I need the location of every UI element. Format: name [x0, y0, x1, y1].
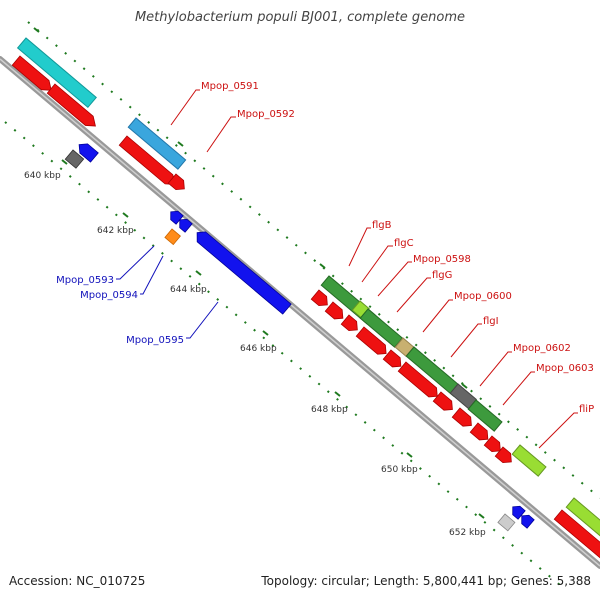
gene-label-flgI: flgI	[483, 316, 499, 327]
forward-cds-track	[11, 55, 600, 559]
misc-feature-orange-0594	[164, 228, 181, 246]
reverse-cds-arrow-0593a	[170, 210, 184, 225]
leader-line-0591	[170, 89, 200, 126]
gene-label-flgG: flgG	[432, 270, 452, 281]
forward-cds-arrow-0603c	[494, 446, 512, 464]
gene-label-Mpop_0602: Mpop_0602	[513, 343, 571, 354]
reverse-cds-arrow-0593b	[179, 218, 193, 233]
backbone-highlight	[0, 58, 600, 567]
reverse-gene-labels: Mpop_0593 Mpop_0594 Mpop_0595	[56, 275, 184, 346]
kbp-label-646: 646 kbp	[240, 344, 277, 354]
tick-648	[334, 391, 341, 397]
reverse-cds-arrow-0595	[196, 231, 292, 315]
leader-line-0598	[377, 261, 412, 297]
leader-line-flgB	[348, 227, 371, 267]
forward-cds-arrow-flgC	[324, 301, 344, 320]
gene-label-Mpop_0603: Mpop_0603	[536, 363, 594, 374]
leader-line-flgI	[450, 323, 482, 358]
reverse-cds-arrow-652a	[512, 505, 526, 520]
forward-cds-arrow-0598	[340, 314, 358, 332]
category-track	[16, 37, 600, 547]
dotted-tracks	[4, 21, 600, 586]
tick-top-2	[177, 141, 184, 147]
forward-cds-arrow-0603b	[483, 435, 501, 453]
gene-label-flgB: flgB	[372, 220, 392, 231]
tick-top-1	[33, 27, 40, 33]
gene-label-Mpop_0600: Mpop_0600	[454, 291, 512, 302]
leader-line-flgC	[361, 245, 393, 283]
gene-label-Mpop_0591: Mpop_0591	[201, 81, 259, 92]
reverse-cds-arrow	[78, 143, 99, 163]
gene-label-Mpop_0598: Mpop_0598	[413, 254, 471, 265]
forward-cds-arrow-0602b	[451, 407, 472, 427]
tick-top-4	[461, 383, 468, 389]
leader-line-0595	[186, 301, 219, 339]
tick-650	[406, 452, 413, 458]
gene-label-Mpop_0594: Mpop_0594	[80, 290, 138, 301]
tick-marks	[33, 27, 485, 519]
category-bar-fliP	[511, 444, 547, 477]
reverse-leader-lines	[116, 245, 219, 339]
tick-640	[61, 159, 68, 165]
genome-backbone	[0, 56, 600, 569]
forward-cds-arrow-0600	[382, 349, 402, 368]
misc-feature-light-grey	[497, 513, 516, 532]
leader-line-0602	[479, 351, 512, 387]
forward-cds-arrow-flgG	[355, 326, 387, 355]
kbp-label-642: 642 kbp	[97, 226, 134, 236]
leader-line-0593	[116, 245, 155, 280]
forward-cds-arrow-flgI	[397, 361, 438, 398]
misc-feature-grey	[64, 149, 85, 169]
reverse-cds-track	[64, 143, 535, 532]
leader-line-fliP	[538, 412, 578, 449]
forward-cds-arrow-0602a	[432, 391, 453, 411]
forward-cds-arrow-0592	[167, 173, 185, 191]
tick-644	[195, 270, 202, 276]
gene-label-Mpop_0595: Mpop_0595	[126, 335, 184, 346]
gene-label-flgC: flgC	[394, 238, 414, 249]
forward-cds-arrow	[11, 55, 52, 91]
leader-line-flgG	[396, 277, 431, 313]
reverse-cds-arrow-652b	[521, 514, 535, 529]
leader-line-0594	[140, 255, 164, 295]
category-bar-cyan	[16, 37, 97, 109]
forward-cds-arrow	[46, 83, 96, 127]
kbp-label-640: 640 kbp	[24, 171, 61, 181]
tick-642	[122, 212, 129, 218]
forward-gene-labels: Mpop_0591 Mpop_0592 flgB flgC Mpop_0598 …	[201, 81, 594, 415]
kbp-label-648: 648 kbp	[311, 405, 348, 415]
category-bar-right-edge	[565, 497, 600, 547]
forward-cds-arrow-0603	[469, 422, 489, 441]
forward-cds-arrow-flgB	[310, 289, 328, 307]
genome-summary-text: Topology: circular; Length: 5,800,441 bp…	[261, 574, 591, 588]
leader-line-0603	[502, 371, 535, 406]
forward-leader-lines	[170, 89, 578, 449]
kbp-labels: 640 kbp 642 kbp 644 kbp 646 kbp 648 kbp …	[24, 171, 486, 538]
tick-646	[262, 330, 269, 336]
tick-652	[478, 513, 485, 519]
category-bar-0602	[467, 399, 503, 432]
leader-line-0592	[206, 116, 236, 153]
gene-label-Mpop_0592: Mpop_0592	[237, 109, 295, 120]
forward-cds-arrow-right-edge	[553, 509, 600, 559]
kbp-label-650: 650 kbp	[381, 465, 418, 475]
kbp-label-644: 644 kbp	[170, 285, 207, 295]
tick-top-3	[319, 263, 326, 269]
gene-label-Mpop_0593: Mpop_0593	[56, 275, 114, 286]
accession-text: Accession: NC_010725	[9, 574, 146, 588]
kbp-label-652: 652 kbp	[449, 528, 486, 538]
leader-line-0600	[422, 299, 453, 333]
dotted-track-inner	[4, 121, 561, 586]
dotted-track-outer	[27, 21, 600, 499]
category-bar-blue-0591	[127, 117, 187, 170]
map-title: Methylobacterium populi BJ001, complete …	[134, 10, 466, 25]
gene-label-fliP: fliP	[579, 404, 594, 415]
